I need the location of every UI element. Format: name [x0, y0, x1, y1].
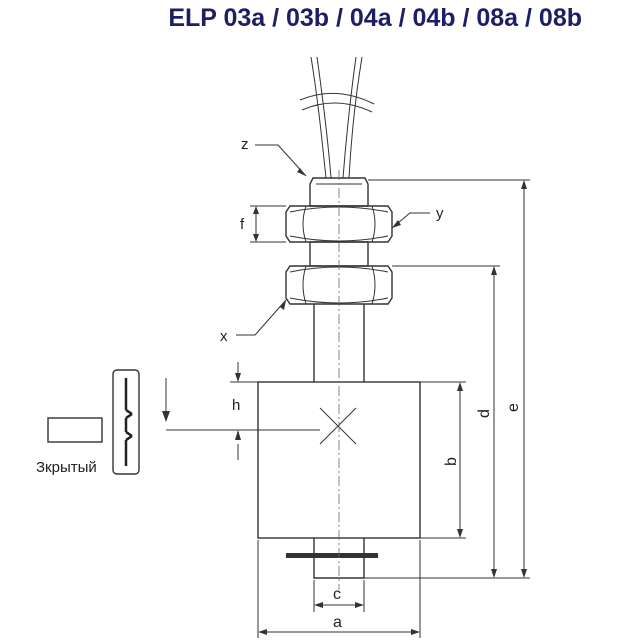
label-c: c — [333, 586, 341, 603]
level-arrow — [162, 378, 170, 422]
cable-wires — [299, 56, 375, 179]
label-e: e — [505, 403, 522, 412]
label-x: x — [220, 328, 228, 345]
dimension-d — [364, 265, 500, 579]
dimension-c — [313, 580, 365, 612]
label-y: y — [436, 205, 444, 222]
dimension-f — [250, 205, 286, 243]
dimension-h — [166, 362, 320, 460]
leader-z — [255, 144, 307, 177]
switch-contact-symbol — [112, 369, 140, 475]
leader-x — [236, 299, 287, 336]
label-a: a — [333, 614, 342, 631]
float-stem — [313, 304, 365, 382]
label-f: f — [240, 216, 245, 233]
label-d: d — [476, 409, 493, 418]
state-box — [47, 417, 103, 443]
dimension-a — [257, 540, 421, 638]
float-bottom-stop — [286, 538, 378, 579]
dimension-b — [420, 381, 466, 539]
leader-y — [391, 212, 430, 229]
label-b: b — [443, 457, 460, 466]
label-h: h — [232, 397, 240, 414]
label-z: z — [241, 136, 249, 153]
page-title: ELP 03a / 03b / 04a / 04b / 08a / 08b — [168, 4, 582, 32]
state-label: Зкрытый — [36, 459, 97, 476]
dimension-e — [368, 179, 530, 579]
